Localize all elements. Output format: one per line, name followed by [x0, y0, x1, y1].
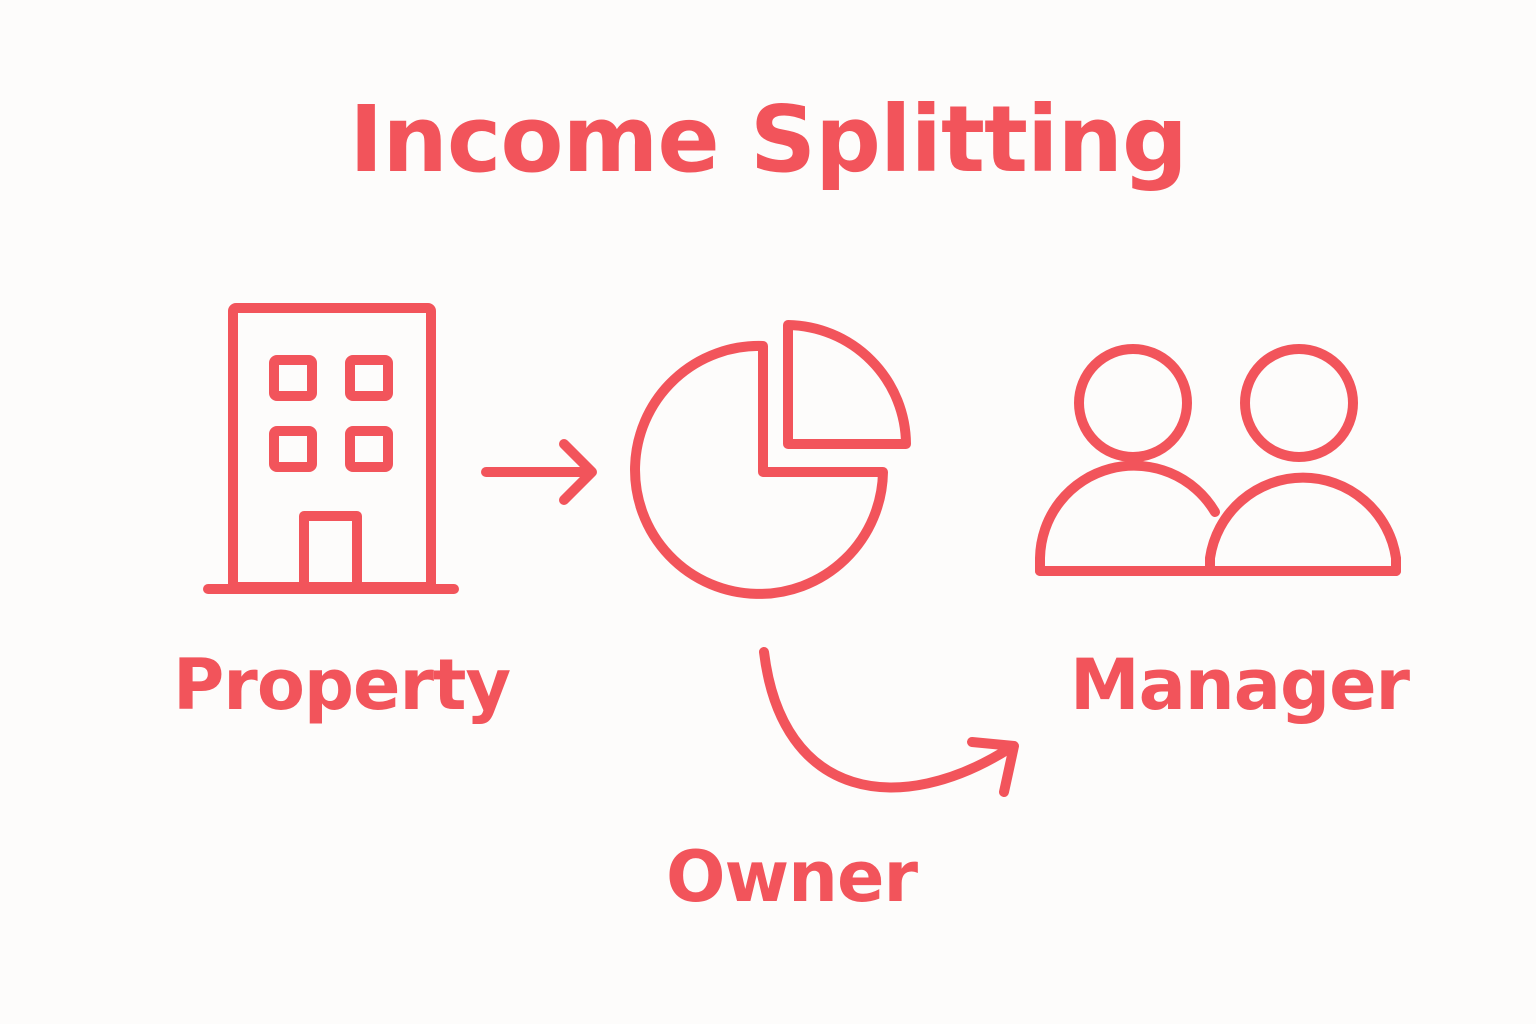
curved-arrow-icon	[759, 647, 1019, 797]
building-icon	[203, 303, 459, 594]
diagram-title: Income Splitting	[349, 86, 1188, 193]
pie-chart-icon	[630, 320, 911, 599]
node-label-manager: Manager	[1070, 644, 1410, 726]
people-icon	[1035, 344, 1401, 576]
node-label-owner: Owner	[666, 836, 918, 918]
arrow-right-icon	[481, 439, 597, 505]
node-label-property: Property	[173, 644, 511, 726]
